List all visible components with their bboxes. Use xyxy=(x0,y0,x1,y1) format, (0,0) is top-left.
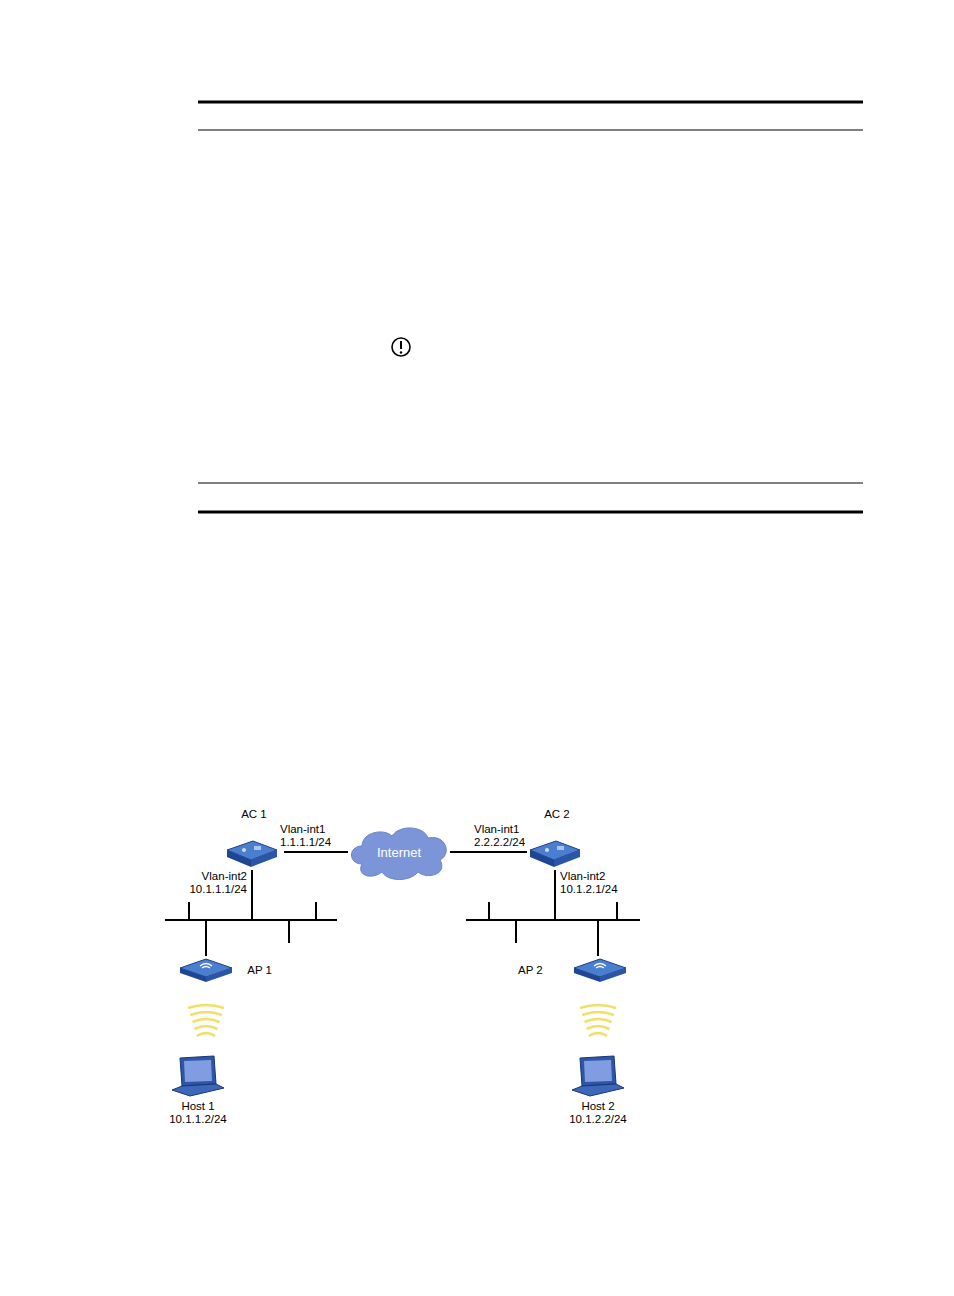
wave-arc xyxy=(188,1005,224,1008)
wave-arc xyxy=(580,1005,616,1008)
interface-label: Vlan-int2 10.1.2.1/24 xyxy=(560,870,618,896)
host-laptop: Host 110.1.1.2/24 xyxy=(154,1054,242,1144)
device-name: Host 2 xyxy=(554,1100,642,1113)
device-name: Host 1 xyxy=(154,1100,242,1113)
wave-arc xyxy=(190,1012,222,1015)
interface-label: Vlan-int2 10.1.1.1/24 xyxy=(189,870,247,896)
interface-label: Vlan-int1 1.1.1.1/24 xyxy=(280,823,331,849)
wave-arc xyxy=(582,1012,614,1015)
ip-address: 10.1.2.2/24 xyxy=(554,1113,642,1126)
device-name: AP 1 xyxy=(247,964,278,977)
interface-label: Vlan-int1 2.2.2.2/24 xyxy=(474,823,525,849)
lan-bus xyxy=(165,902,640,943)
wireless-waves xyxy=(188,1005,616,1036)
access-point: AP 1 xyxy=(178,956,278,984)
wave-arc xyxy=(584,1019,611,1022)
device-name: AC 1 xyxy=(224,808,284,821)
access-controller-icon xyxy=(527,838,583,870)
access-point: AP 2 xyxy=(512,956,628,984)
host-laptop: Host 210.1.2.2/24 xyxy=(554,1054,642,1144)
table-rules xyxy=(198,102,863,512)
wave-arc xyxy=(587,1026,610,1029)
wave-arc xyxy=(195,1026,218,1029)
access-controller-icon xyxy=(224,838,280,870)
caution-icon xyxy=(392,338,410,356)
wave-arc xyxy=(589,1033,607,1036)
network-link xyxy=(450,851,527,853)
host-laptop-icon xyxy=(566,1054,626,1098)
device-name: Internet xyxy=(377,846,421,859)
internet-cloud: Internet xyxy=(348,824,450,880)
ip-address: 10.1.1.2/24 xyxy=(154,1113,242,1126)
network-link xyxy=(284,851,348,853)
wave-arc xyxy=(192,1019,219,1022)
access-controller: AC 1 xyxy=(224,808,284,870)
device-name: AP 2 xyxy=(512,964,543,977)
device-name: AC 2 xyxy=(527,808,587,821)
access-point-icon xyxy=(572,956,628,984)
host-laptop-icon xyxy=(166,1054,226,1098)
access-point-icon xyxy=(178,956,234,984)
wave-arc xyxy=(197,1033,215,1036)
access-controller: AC 2 xyxy=(527,808,587,870)
